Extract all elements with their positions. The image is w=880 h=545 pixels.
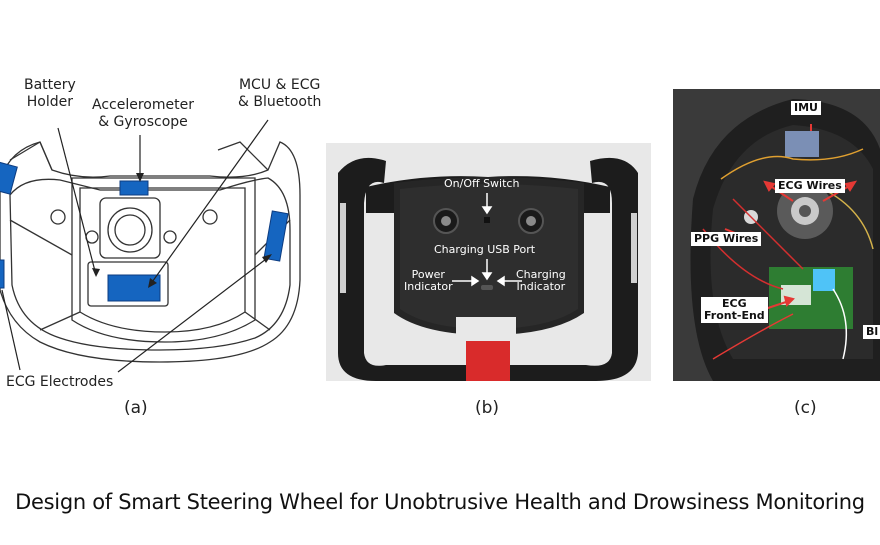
label-power-indicator: Power Indicator <box>404 268 453 293</box>
steering-wheel-photo <box>326 143 651 381</box>
label-ecg-electrodes: ECG Electrodes <box>6 374 114 390</box>
label-on-off-switch: On/Off Switch <box>444 177 520 190</box>
label-ble: Bl <box>863 325 880 339</box>
figure-title: Design of Smart Steering Wheel for Unobt… <box>15 490 865 514</box>
panel-c-photo: IMU ECG Wires PPG Wires ECG Front-End Bl <box>673 89 880 381</box>
steering-wheel-schematic <box>0 119 301 373</box>
electrode-right <box>263 210 289 262</box>
label-accelerometer: Accelerometer & Gyroscope <box>92 97 194 130</box>
accelerometer-block <box>119 180 149 196</box>
panel-a-schematic: Battery Holder Accelerometer & Gyroscope… <box>0 77 330 420</box>
label-ecg-front-end: ECG Front-End <box>701 297 768 323</box>
caption-c: (c) <box>794 398 817 418</box>
label-ecg-wires: ECG Wires <box>775 179 845 193</box>
label-battery-holder: Battery Holder <box>24 77 76 110</box>
panel-b-photo: On/Off Switch Charging USB Port Power In… <box>326 143 651 381</box>
label-charging-indicator: Charging Indicator <box>516 268 566 293</box>
label-charging-usb-port: Charging USB Port <box>434 243 536 256</box>
label-mcu: MCU & ECG & Bluetooth <box>238 77 322 110</box>
label-imu: IMU <box>791 101 821 115</box>
electrode-left-bottom <box>0 259 5 289</box>
mcu-block <box>107 274 161 302</box>
caption-a: (a) <box>124 398 148 418</box>
label-ppg-wires: PPG Wires <box>691 232 762 246</box>
electrode-left-top <box>0 161 18 195</box>
caption-b: (b) <box>475 398 500 418</box>
